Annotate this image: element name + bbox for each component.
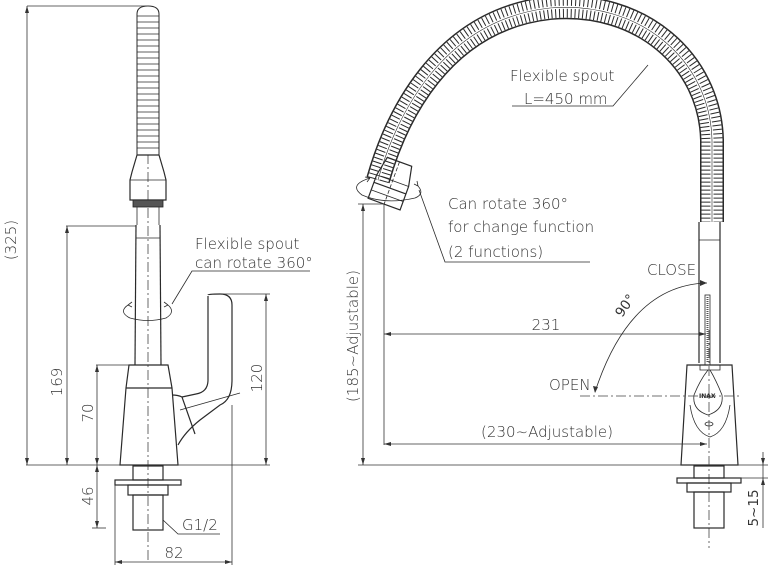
front-spout-tube (698, 222, 721, 366)
dim-shank-length: 46 (79, 486, 97, 505)
handle-arc (594, 282, 708, 393)
front-flexible-hose (366, 0, 724, 222)
side-spout-tube (134, 224, 162, 366)
thread-label: G1/2 (182, 516, 218, 534)
dim-body-height: 70 (79, 403, 97, 422)
open-label: OPEN (549, 376, 591, 394)
front-rotate-arrow-icon (356, 177, 422, 202)
dim-deck-thickness: 5~15 (746, 489, 762, 526)
dim-total-height: (325) (2, 220, 20, 260)
brand-logo: INAX (699, 393, 716, 400)
front-view: Can rotate 360° for change function (2 f… (344, 0, 768, 548)
handle-angle-label: 90° (612, 292, 639, 321)
side-handle (171, 293, 241, 446)
dim-reach: 231 (532, 316, 561, 334)
rotate-note-line2: for change function (448, 218, 594, 236)
side-spray-head (129, 154, 167, 225)
side-rotate-arrow-icon (123, 304, 172, 321)
front-spout-note-line2: L=450 mm (524, 90, 608, 108)
rotate-note-leader (418, 189, 590, 263)
close-label: CLOSE (647, 261, 696, 279)
front-spout-leader (512, 64, 649, 107)
side-spout-leader (171, 270, 310, 305)
dim-outlet-height: (185~Adjustable) (344, 270, 362, 402)
side-spout-note-line1: Flexible spout (195, 235, 300, 253)
side-view: (325) 169 70 120 46 G1/2 82 Flexible spo… (2, 5, 313, 565)
side-faucet-body (119, 364, 179, 466)
side-spout-note-line2: can rotate 360° (195, 254, 313, 272)
front-rotate-arrowheads-icon (364, 176, 419, 187)
front-spout-note-line1: Flexible spout (510, 67, 615, 85)
dim-spout-height: 169 (48, 368, 66, 397)
side-shank (114, 465, 182, 531)
dim-handle-height: 120 (248, 364, 266, 393)
rotate-note-line3: (2 functions) (448, 243, 543, 261)
front-faucet-body: INAX (680, 364, 739, 466)
thread-leader (162, 519, 220, 535)
dim-base-width: 82 (164, 544, 183, 562)
side-flexible-hose (136, 5, 160, 156)
rotate-note-line1: Can rotate 360° (448, 195, 568, 213)
front-spray-head (367, 156, 413, 211)
front-shank (676, 465, 742, 529)
dim-reach-adjustable: (230~Adjustable) (481, 423, 613, 441)
side-rotate-arrowheads-icon (127, 301, 169, 308)
